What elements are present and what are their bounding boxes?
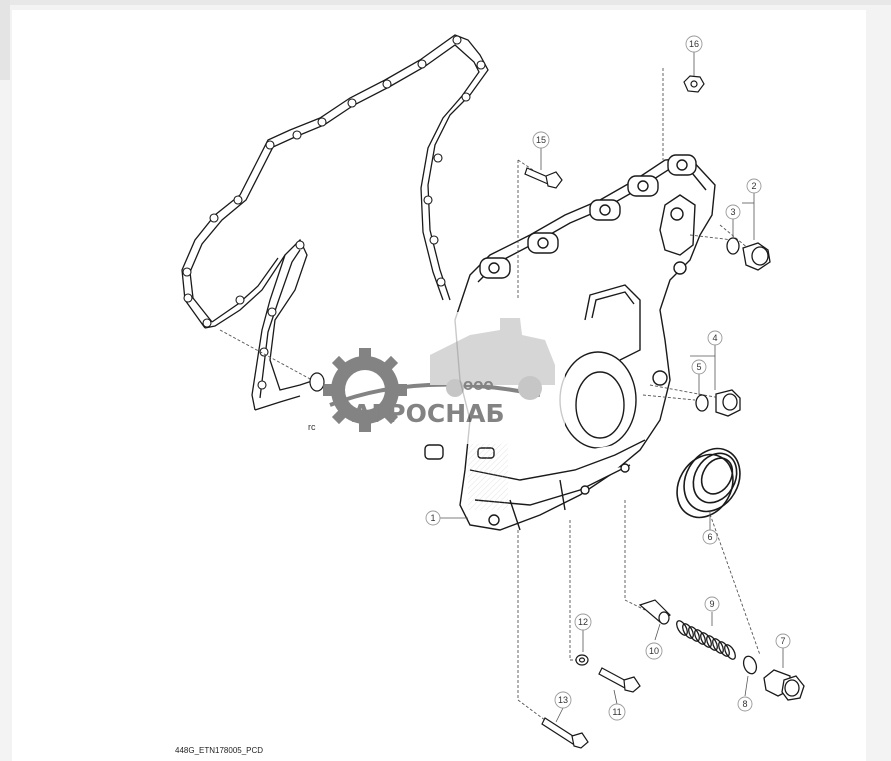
cover-shading — [468, 440, 508, 510]
svg-text:1: 1 — [430, 513, 435, 523]
svg-text:11: 11 — [612, 707, 621, 717]
drawing-code: 448G_ETN178005_PCD — [175, 746, 263, 755]
part-bolt-13 — [541, 717, 589, 749]
callout-leaders — [440, 52, 784, 723]
part-plug-2 — [726, 237, 771, 271]
svg-text:9: 9 — [709, 599, 714, 609]
callouts: 16 15 2 3 4 5 — [425, 35, 791, 721]
left-strip — [0, 0, 10, 80]
gasket — [181, 34, 489, 411]
part-plug-4 — [695, 389, 741, 417]
svg-text:4: 4 — [712, 333, 717, 343]
svg-text:6: 6 — [707, 532, 712, 542]
callout-8: 8 — [737, 696, 753, 712]
svg-text:5: 5 — [696, 362, 701, 372]
callout-7: 7 — [775, 633, 791, 649]
watermark-prefix: ООО — [463, 379, 494, 393]
callout-10: 10 — [645, 642, 663, 660]
callout-16: 16 — [685, 35, 703, 53]
svg-text:8: 8 — [742, 699, 747, 709]
svg-text:13: 13 — [558, 695, 568, 705]
callout-2: 2 — [746, 178, 762, 194]
watermark-brand: АГРОСНАБ — [352, 399, 505, 428]
part-spring-9 — [676, 620, 736, 660]
part-bolt-15 — [524, 167, 563, 189]
callout-6: 6 — [702, 529, 718, 545]
partial-label: rc — [308, 422, 316, 432]
part-dowel — [309, 372, 325, 392]
assembly-leaders — [219, 68, 761, 736]
callout-1: 1 — [425, 510, 441, 526]
gasket-holes — [182, 35, 486, 390]
callout-13: 13 — [554, 691, 572, 709]
watermark: ООО АГРОСНАБ — [323, 312, 565, 444]
svg-text:16: 16 — [689, 39, 699, 49]
callout-9: 9 — [704, 596, 720, 612]
callout-12: 12 — [574, 613, 592, 631]
callout-11: 11 — [608, 703, 626, 721]
svg-text:3: 3 — [730, 207, 735, 217]
part-nut-16 — [683, 75, 705, 93]
part-washer-8 — [742, 655, 758, 675]
part-seal-6 — [676, 447, 741, 519]
svg-text:15: 15 — [536, 135, 546, 145]
part-washer-12 — [575, 654, 589, 666]
callout-3: 3 — [725, 204, 741, 220]
part-bolt-11 — [598, 667, 641, 693]
top-bar — [0, 0, 891, 5]
callout-15: 15 — [532, 131, 550, 149]
svg-text:10: 10 — [649, 646, 659, 656]
gear-icon — [323, 348, 407, 432]
part-plunger-10 — [638, 599, 671, 625]
part-plug-7 — [763, 669, 805, 701]
svg-text:2: 2 — [751, 181, 756, 191]
svg-text:12: 12 — [578, 617, 588, 627]
svg-text:7: 7 — [780, 636, 785, 646]
callout-5: 5 — [691, 359, 707, 375]
truck-icon — [430, 318, 555, 400]
callout-4: 4 — [707, 330, 723, 346]
